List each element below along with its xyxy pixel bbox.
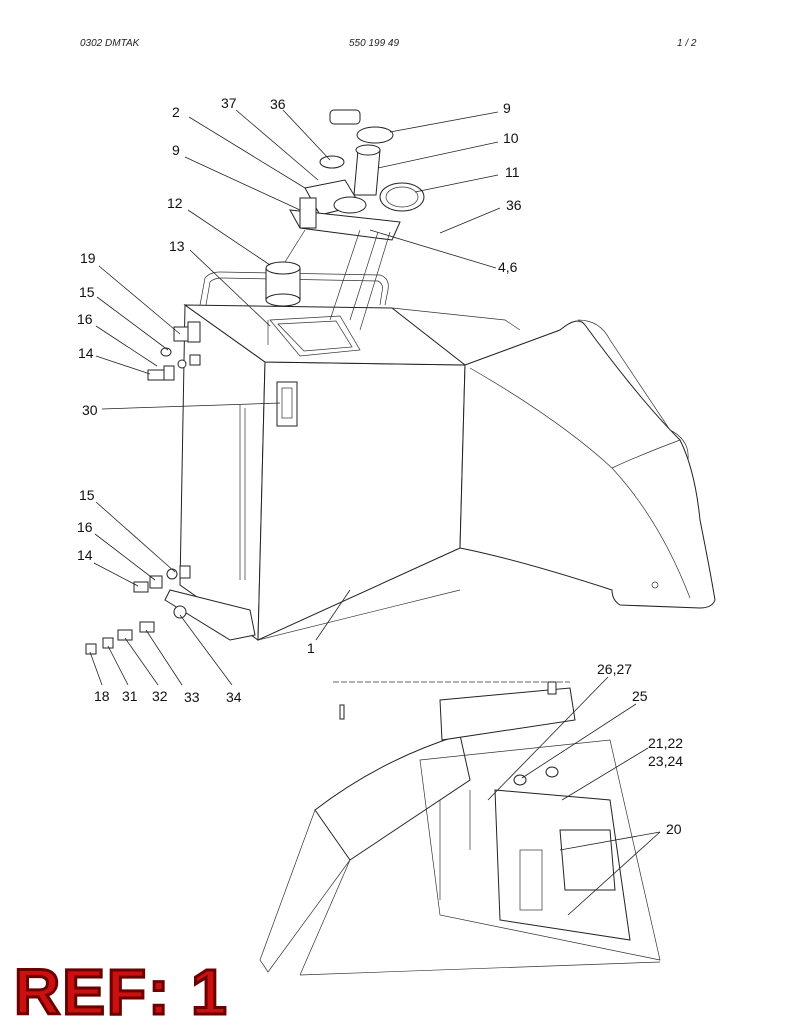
callout-14-lower: 14	[77, 547, 93, 563]
callout-10: 10	[503, 130, 519, 146]
tank-body	[179, 304, 467, 641]
callout-9-right: 9	[503, 100, 511, 116]
ref-stamp: REF: 1	[13, 956, 229, 1028]
tank-top-port	[269, 315, 361, 357]
callout-9-left: 9	[172, 142, 180, 158]
callout-26-27: 26,27	[597, 661, 632, 677]
callout-36-top: 36	[270, 96, 286, 112]
callout-2: 2	[172, 104, 180, 120]
side-fittings-lower	[85, 565, 256, 655]
side-fittings-upper	[147, 321, 201, 381]
callout-20: 20	[666, 821, 682, 837]
callout-labels: 2 37 36 9 10 9 11 12 36 13 4,6 19 15 16 …	[77, 95, 683, 837]
callout-25: 25	[632, 688, 648, 704]
callout-23-24: 23,24	[648, 753, 683, 769]
callout-13: 13	[169, 238, 185, 254]
callout-19: 19	[80, 250, 96, 266]
filler-assembly	[265, 109, 425, 345]
callout-15-lower: 15	[79, 487, 95, 503]
header-part-number: 550 199 49	[349, 38, 400, 49]
header-doc-code: 0302 DMTAK	[80, 38, 140, 49]
callout-16-upper: 16	[77, 311, 93, 327]
callout-1: 1	[307, 640, 315, 656]
callout-16-lower: 16	[77, 519, 93, 535]
callout-31: 31	[122, 688, 138, 704]
callout-4-6: 4,6	[498, 259, 518, 275]
callout-33: 33	[184, 689, 200, 705]
callout-36-right: 36	[506, 197, 522, 213]
callout-37: 37	[221, 95, 237, 111]
callout-32: 32	[152, 688, 168, 704]
callout-30: 30	[82, 402, 98, 418]
inset-view	[259, 681, 661, 976]
callout-34: 34	[226, 689, 242, 705]
leader-lines	[89, 109, 661, 916]
callout-18: 18	[94, 688, 110, 704]
callout-12: 12	[167, 195, 183, 211]
callout-21-22: 21,22	[648, 735, 683, 751]
callout-15-upper: 15	[79, 284, 95, 300]
header-page-number: 1 / 2	[677, 38, 697, 49]
callout-14-upper: 14	[78, 345, 94, 361]
callout-11: 11	[505, 164, 520, 180]
chute-frame	[391, 307, 716, 609]
